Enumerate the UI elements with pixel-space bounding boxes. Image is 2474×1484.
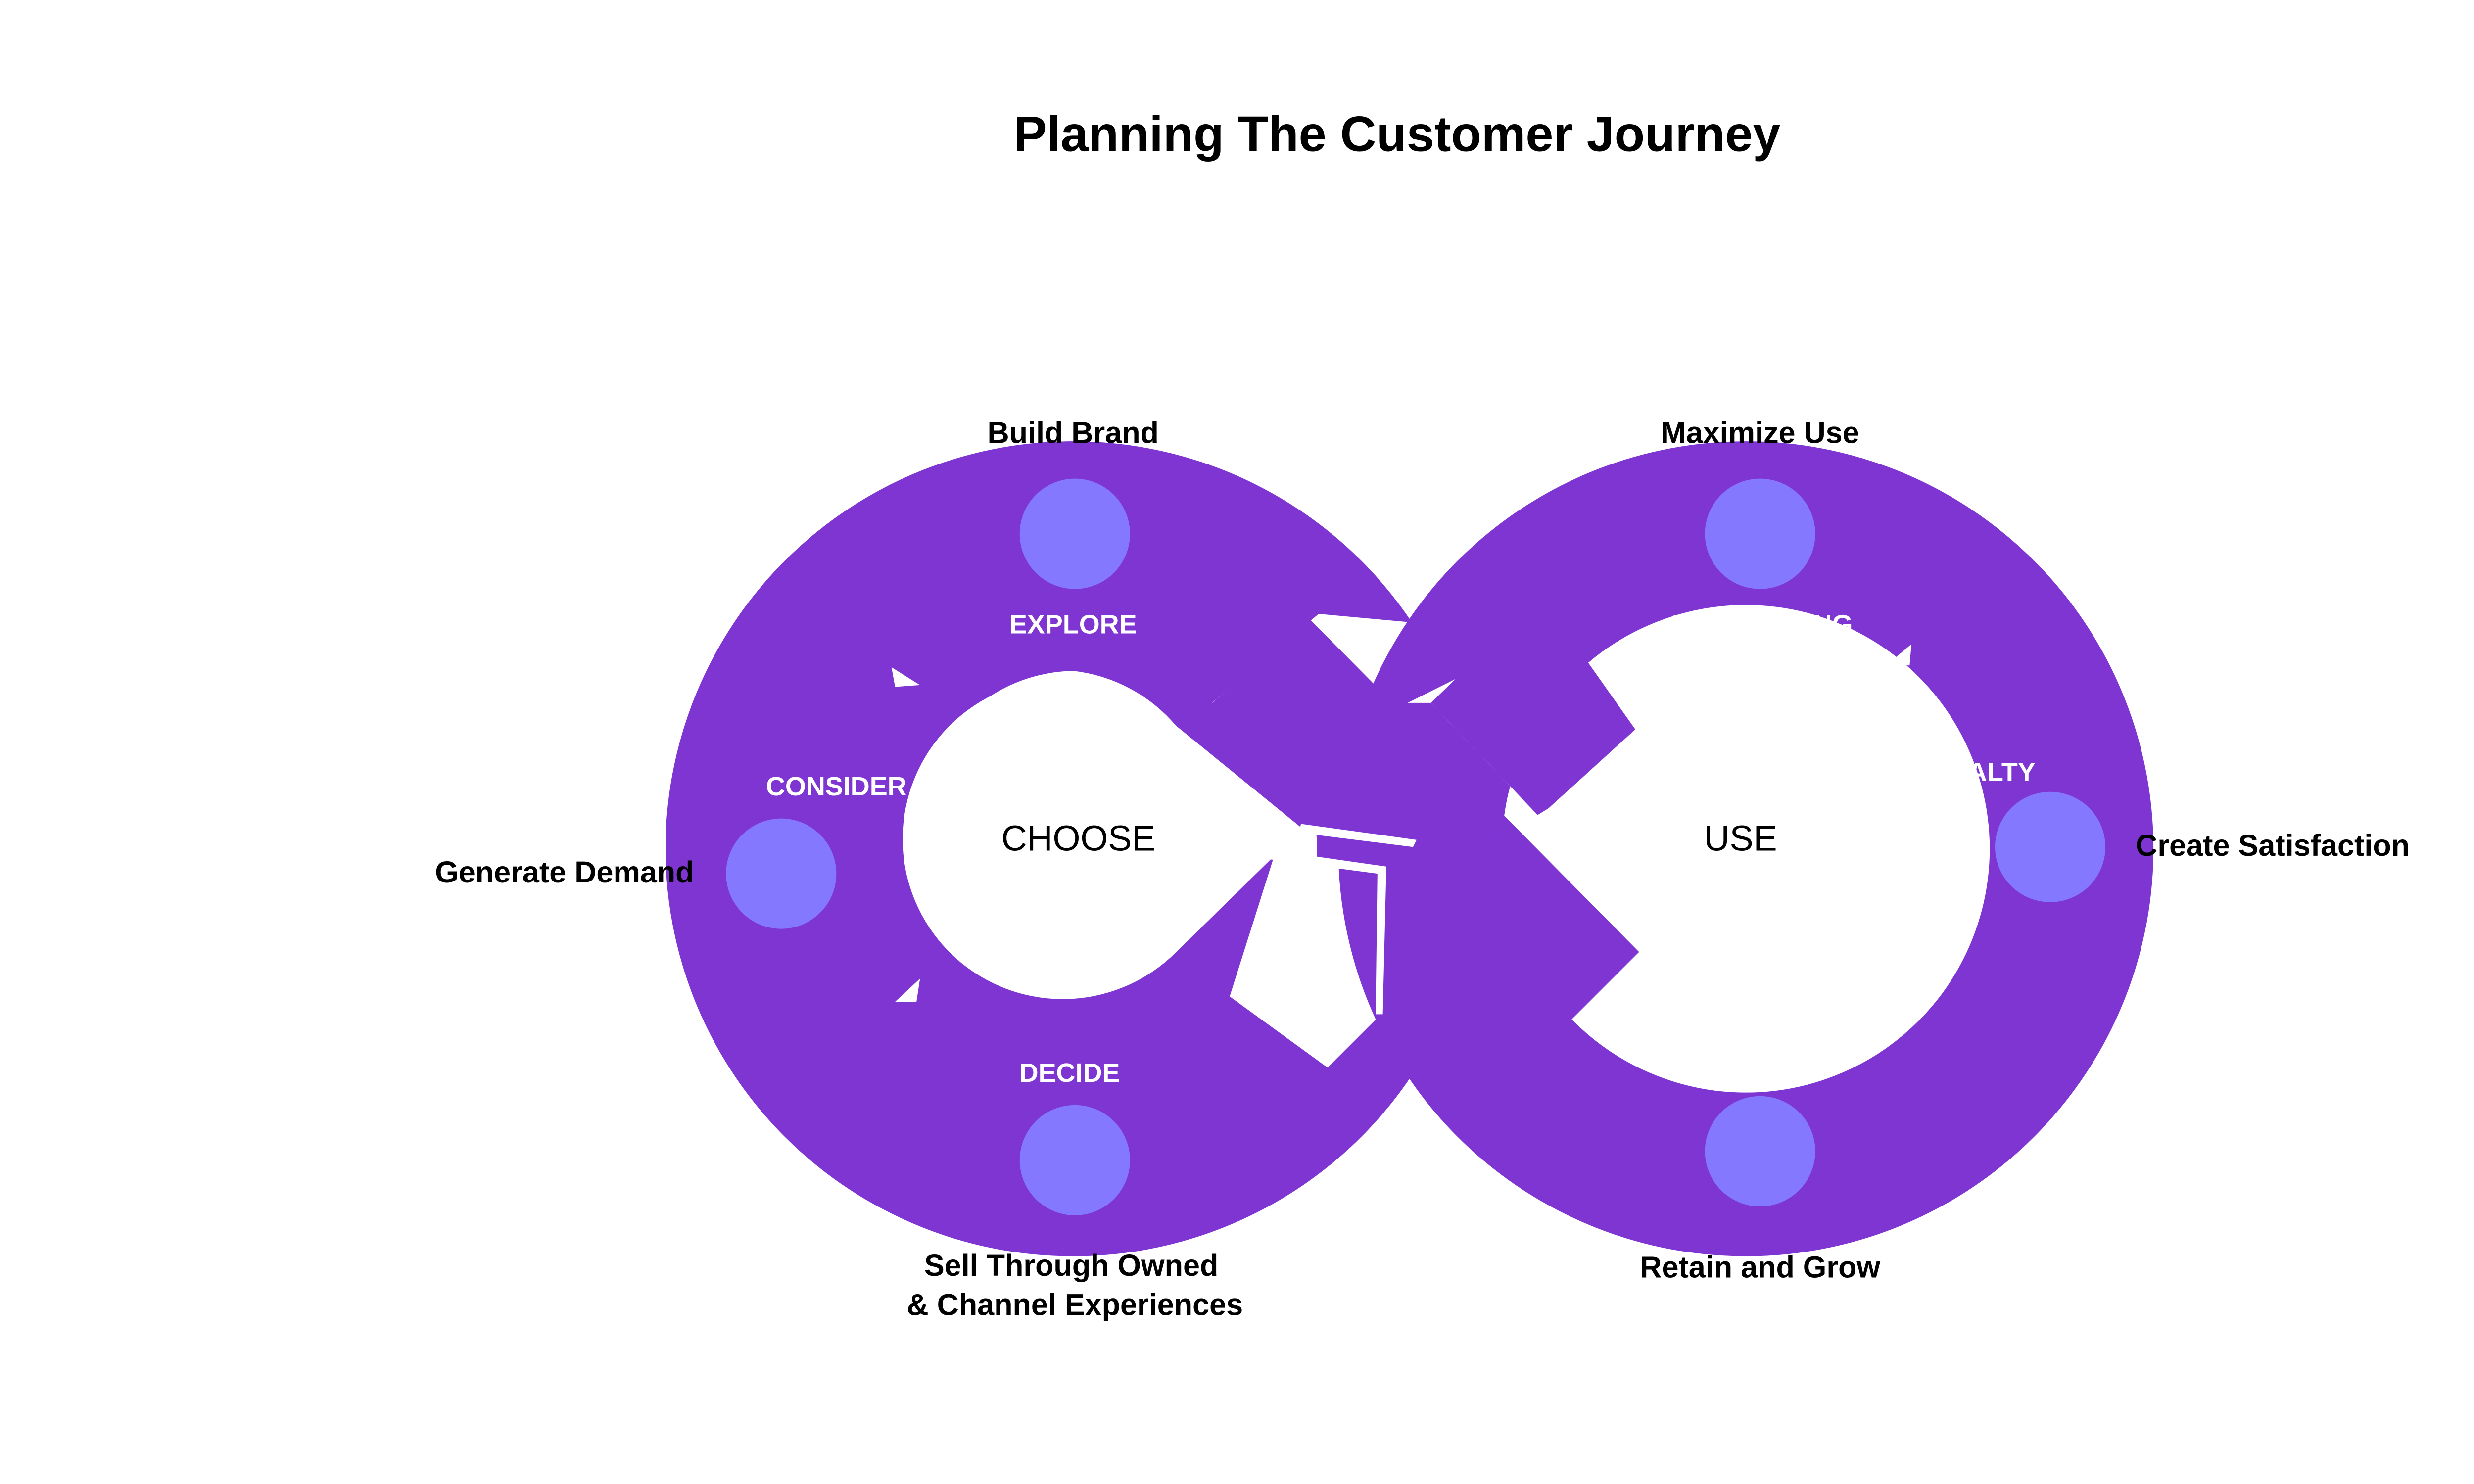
right-loop-hole [1541,671,1898,988]
crossing-white-cut [1299,824,1417,847]
arrow-icon-consider-bottom [895,978,920,1002]
left-loop-hole [918,671,1301,988]
stage-label-decide: DECIDE [1019,1058,1120,1088]
milestone-build-brand: Build Brand [987,416,1158,450]
milestone-retain-grow: Retain and Grow [1640,1251,1880,1284]
crossing-white-cut-lower [1270,850,1386,1015]
node-build-brand [1019,478,1130,589]
milestone-create-satisfaction: Create Satisfaction [2136,829,2410,862]
loop-label-use: USE [1704,819,1777,858]
milestone-sell-line1: Sell Through Owned [924,1249,1218,1282]
stage-label-consider: CONSIDER [766,772,907,801]
stage-label-explore: EXPLORE [1009,610,1137,640]
milestone-sell-line2: & Channel Experiences [907,1288,1243,1321]
stage-label-loyalty: LOYALTY [1915,757,2036,787]
node-create-satisfaction [1995,791,2106,902]
milestone-generate-demand: Generate Demand [435,855,694,889]
node-maximize-use [1705,478,1815,589]
arrow-icon-consider-top [891,667,920,687]
node-retain-grow [1705,1096,1815,1206]
milestone-maximize-use: Maximize Use [1661,416,1859,450]
arrow-icon-onboarding [1888,644,1911,666]
arrow-icon-advocacy [1888,1002,1911,1023]
node-generate-demand [726,818,837,929]
right-loop-arm [1430,596,1648,815]
stage-label-onboarding: ONBOARDING [1667,610,1853,640]
loop-label-choose: CHOOSE [1001,819,1156,858]
node-sell-through [1019,1105,1130,1215]
page-title: Planning The Customer Journey [1013,107,1780,162]
stage-label-advocacy: ADVOCACY [1684,1042,1837,1072]
